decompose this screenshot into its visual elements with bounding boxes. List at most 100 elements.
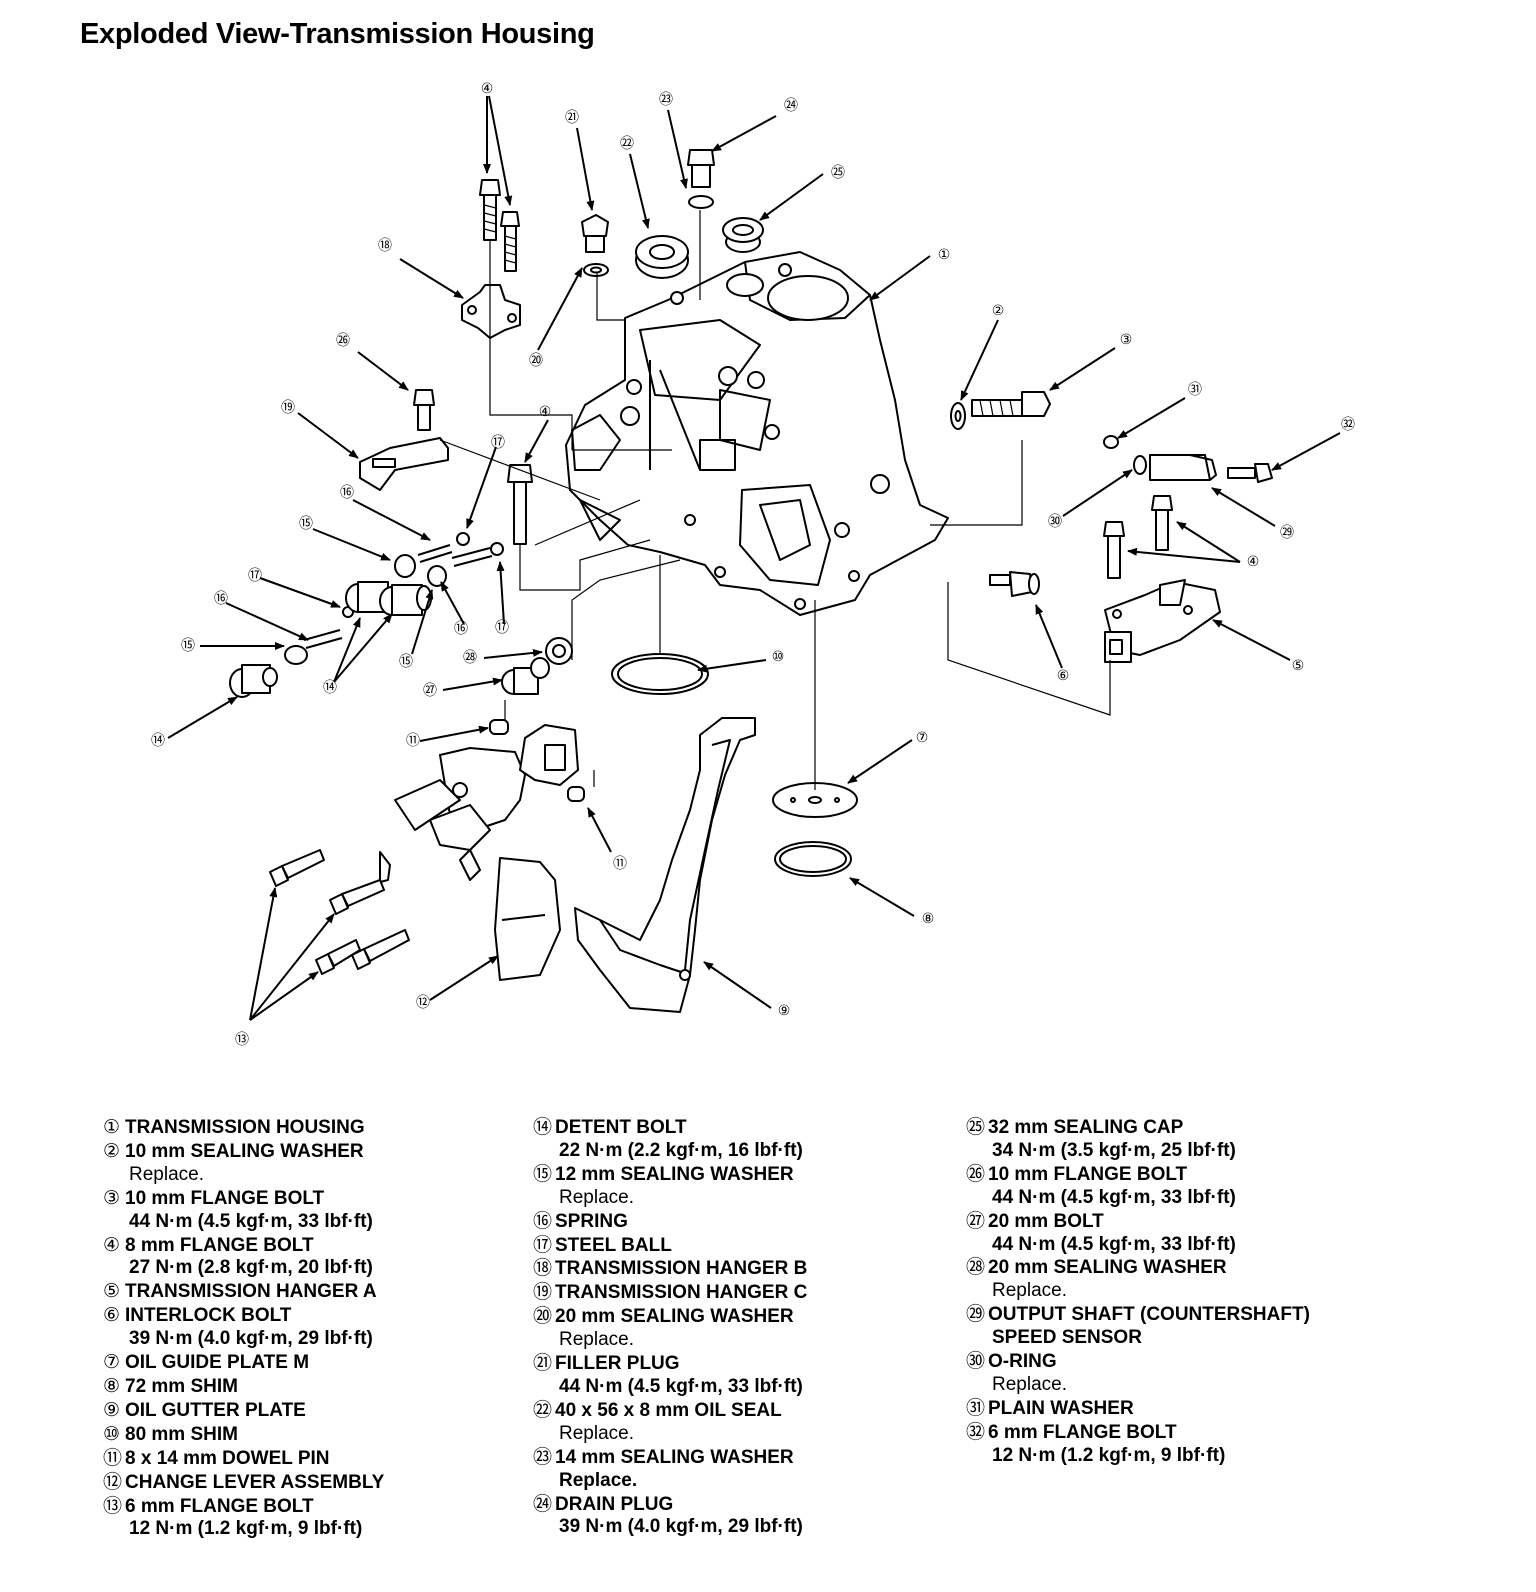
legend-item-note: 12 N·m (1.2 kgf·m, 9 lbf·ft) [992,1444,1226,1466]
callout-24: ㉔ [784,98,798,114]
legend-item-number: ㉜ [966,1420,986,1443]
flange-bolt-8mm-top [479,179,520,272]
transmission-hanger-a [1104,579,1221,663]
callout-4-top: ④ [481,81,494,97]
callout-27: ㉗ [423,683,437,699]
callout-23: ㉓ [659,92,673,108]
callout-20: ⑳ [529,353,543,369]
legend-item-note: Replace. [559,1329,634,1351]
legend-item-number: ㉛ [966,1396,986,1419]
bolt-20mm [501,657,550,695]
flange-bolt-8mm-mid [507,464,533,545]
interlock-bolt [989,571,1040,597]
legend-item-number: ⑰ [533,1233,553,1256]
callout-28: ㉘ [463,650,477,666]
legend-item-note: 39 N·m (4.0 kgf·m, 29 lbf·ft) [129,1328,373,1350]
callout-14-b: ⑭ [151,733,165,749]
legend-item-number: ⑭ [533,1116,553,1138]
callout-16-b: ⑯ [214,591,228,607]
detent-bolt-assembly [229,532,504,698]
legend-item-number: ⑲ [533,1281,553,1304]
callout-26: ㉖ [336,333,350,349]
legend-item-note: 27 N·m (2.8 kgf·m, 20 lbf·ft) [129,1257,373,1279]
legend-item-number: ⑨ [103,1398,121,1421]
legend-item-number: ㉕ [966,1116,986,1138]
shim-80mm [611,653,709,695]
exploded-view-diagram: ④ ㉑ ㉒ ㉓ ㉔ ㉕ ① ⑱ ⑳ ㉖ ② ③ ㉛ ㉜ ㉚ ㉙ ④ ⑤ ⑥ ⑲ … [151,81,1355,1048]
flange-bolt-10mm-26 [413,389,435,431]
legend-item-number: ⑮ [533,1162,553,1185]
callout-29: ㉙ [1280,525,1294,541]
callout-15-a: ⑮ [299,516,313,532]
legend-item-number: ⑱ [533,1257,553,1280]
legend-item-name: 12 mm SEALING WASHER [555,1163,794,1185]
legend-item-note: Replace. [559,1469,638,1491]
callout-4-mid: ④ [539,404,552,420]
callout-5: ⑤ [1292,658,1305,674]
legend-item-name: DRAIN PLUG [555,1493,674,1515]
legend-item-number: ③ [103,1186,121,1209]
legend-item-name: OIL GUTTER PLATE [125,1399,306,1421]
legend-item-number: ㉑ [533,1352,553,1375]
legend-item-name: FILLER PLUG [555,1353,680,1375]
legend-item-name: TRANSMISSION HANGER C [555,1282,808,1304]
drain-plug [687,149,715,209]
transmission-housing [565,251,949,616]
legend-item-name: 10 mm FLANGE BOLT [988,1163,1188,1185]
sealing-washer-10mm [950,402,966,430]
legend-item-number: ㉖ [966,1162,986,1185]
legend-item-note: 39 N·m (4.0 kgf·m, 29 lbf·ft) [559,1516,803,1538]
legend-item-name: OIL GUIDE PLATE M [125,1352,310,1374]
legend-item-number: ⑥ [103,1304,121,1327]
legend-item-number: ⑧ [103,1374,121,1397]
legend-item-name: 8 x 14 mm DOWEL PIN [125,1447,330,1469]
legend-item-note: SPEED SENSOR [992,1327,1142,1349]
callout-11-b: ⑪ [613,856,627,872]
callout-21: ㉑ [565,110,579,126]
callout-25: ㉕ [831,165,845,181]
sealing-cap [722,217,764,253]
legend-item-name: INTERLOCK BOLT [125,1305,292,1327]
legend-item-number: ㉒ [533,1398,553,1421]
legend-item-note: Replace. [559,1422,634,1444]
legend-item-name: 10 mm FLANGE BOLT [125,1187,325,1209]
legend-item-name: 20 mm SEALING WASHER [988,1257,1227,1279]
callout-12: ⑫ [416,995,430,1011]
legend-item-note: 44 N·m (4.5 kgf·m, 33 lbf·ft) [992,1186,1236,1208]
legend-item-note: 12 N·m (1.2 kgf·m, 9 lbf·ft) [129,1518,363,1540]
callout-4-right: ④ [1247,554,1260,570]
callout-2: ② [992,303,1005,319]
callout-14-a: ⑭ [323,680,337,696]
callout-13: ⑬ [235,1032,249,1048]
callout-16-a: ⑯ [340,485,354,501]
oil-seal [635,235,689,279]
legend-item-name: STEEL BALL [555,1234,672,1256]
callout-9: ⑨ [778,1003,791,1019]
oil-gutter-plate [574,717,756,1013]
legend-item-name: OUTPUT SHAFT (COUNTERSHAFT) [988,1304,1310,1326]
callout-16-c: ⑯ [454,621,468,637]
legend-item-name: 14 mm SEALING WASHER [555,1446,794,1468]
legend-item-number: ㉙ [966,1303,986,1326]
legend-item-number: ⑪ [103,1446,123,1469]
legend-item-name: CHANGE LEVER ASSEMBLY [125,1471,385,1493]
legend-item-note: 44 N·m (4.5 kgf·m, 33 lbf·ft) [559,1375,803,1397]
legend-item-name: 72 mm SHIM [125,1375,238,1397]
legend-item-name: 6 mm FLANGE BOLT [988,1421,1177,1443]
callout-32: ㉜ [1341,417,1355,433]
callout-31: ㉛ [1188,382,1202,398]
